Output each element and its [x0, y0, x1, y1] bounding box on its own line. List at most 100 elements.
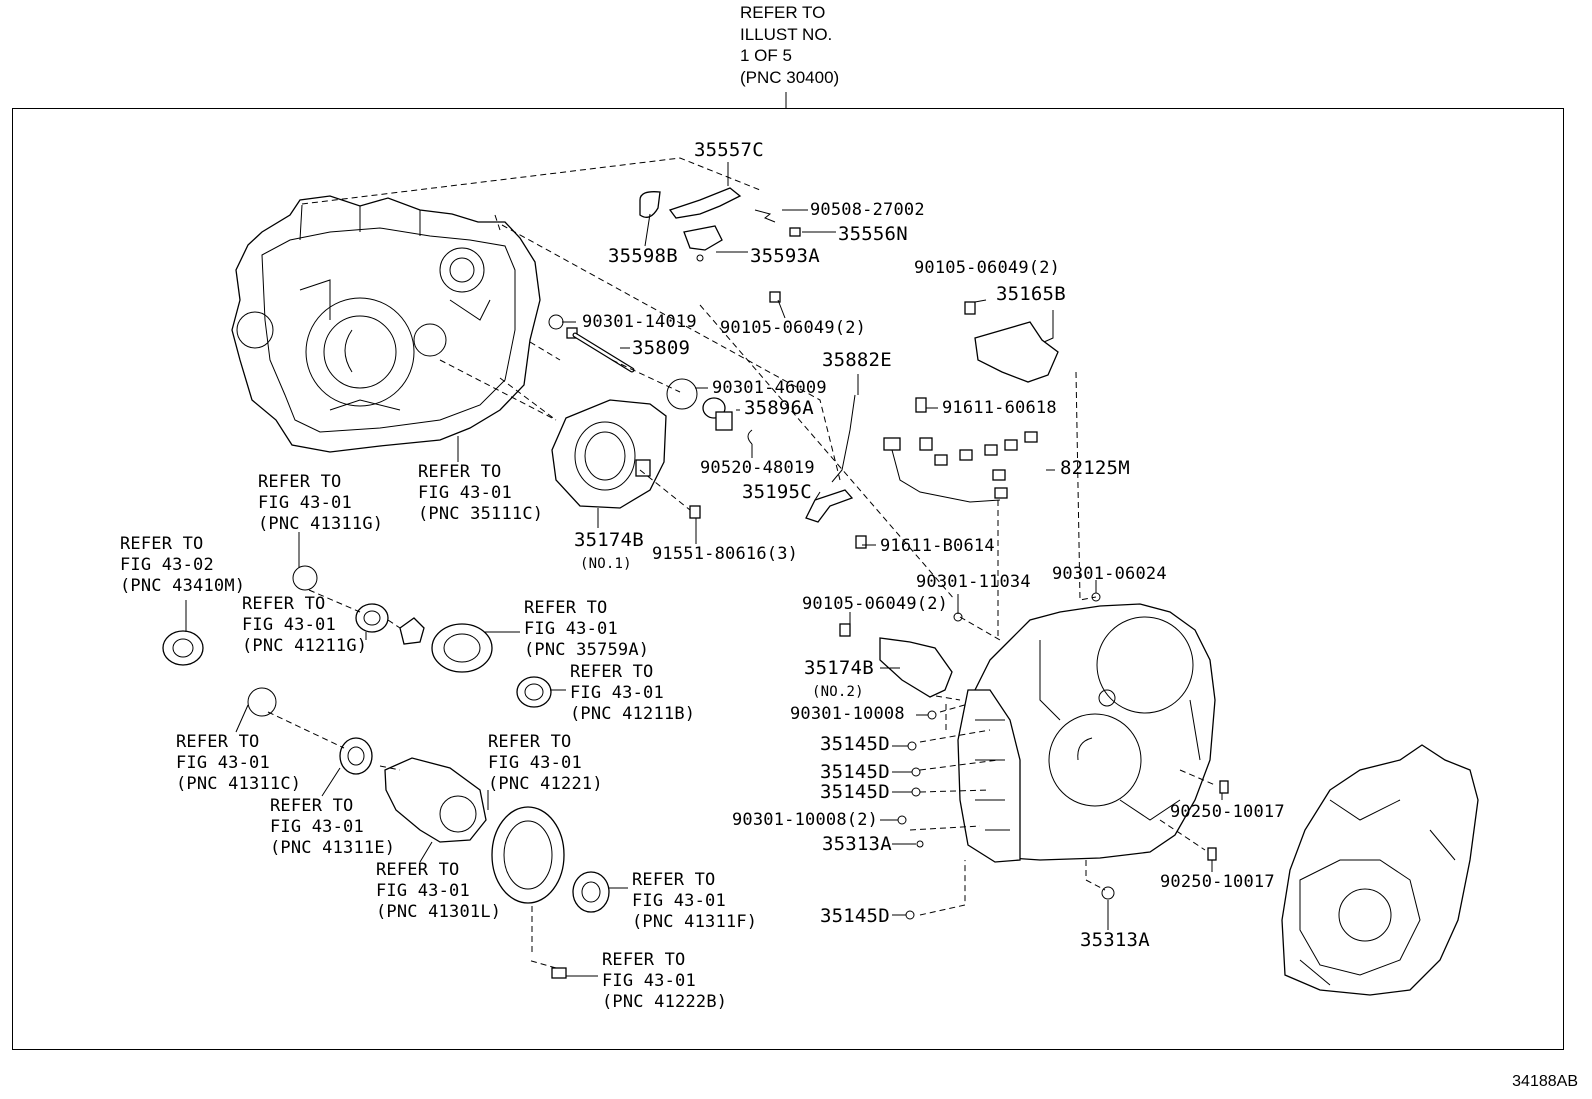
refer-callout[interactable]: REFER TO FIG 43-01 (PNC 41311F) [632, 870, 757, 933]
part-label[interactable]: 35145D [820, 761, 890, 783]
part-label[interactable]: 91551-80616(3) [652, 544, 799, 564]
refer-callout[interactable]: REFER TO FIG 43-01 (PNC 35759A) [524, 598, 649, 661]
part-label[interactable]: 91611-60618 [942, 398, 1057, 418]
refer-callout[interactable]: REFER TO FIG 43-01 (PNC 41301L) [376, 860, 501, 923]
refer-line: REFER TO [570, 662, 654, 682]
refer-callout[interactable]: REFER TO FIG 43-01 (PNC 41211B) [570, 662, 695, 725]
rear-housing [1281, 744, 1479, 996]
refer-callout[interactable]: REFER TO FIG 43-01 (PNC 41311C) [176, 732, 301, 795]
dashed-leaders [267, 157, 1216, 969]
pipe-35882E [831, 394, 856, 483]
refer-line: FIG 43-01 [488, 753, 582, 773]
part-label[interactable]: 35313A [1080, 929, 1150, 951]
part-label[interactable]: 90520-48019 [700, 458, 815, 478]
transaxle-housing-left [231, 195, 541, 453]
bolt-91551 [689, 505, 701, 519]
diagram-frame [12, 108, 1564, 1050]
refer-line: FIG 43-02 [120, 555, 214, 575]
part-label[interactable]: 35195C [742, 481, 812, 503]
refer-callout[interactable]: REFER TO FIG 43-01 (PNC 41311E) [270, 796, 395, 859]
header-line: ILLUST NO. [740, 24, 833, 44]
part-label[interactable]: 82125M [1060, 457, 1130, 479]
part-label[interactable]: 35145D [820, 733, 890, 755]
part-label[interactable]: 35896A [744, 397, 814, 419]
refer-line: FIG 43-01 [524, 619, 618, 639]
refer-line: FIG 43-01 [258, 493, 352, 513]
part-label[interactable]: 35145D [820, 781, 890, 803]
part-label[interactable]: 90105-06049(2) [802, 594, 949, 614]
refer-callout[interactable]: REFER TO FIG 43-01 (PNC 41222B) [602, 950, 727, 1013]
o-ring-90301-46009 [666, 378, 698, 410]
refer-line: REFER TO [488, 732, 572, 752]
refer-line: (PNC 41311C) [176, 774, 302, 794]
part-label[interactable]: 35598B [608, 245, 678, 267]
refer-line: FIG 43-01 [602, 971, 696, 991]
header-line: REFER TO [740, 3, 826, 22]
part-label[interactable]: 35809 [632, 337, 691, 359]
part-label[interactable]: 35145D [820, 905, 890, 927]
part-label[interactable]: 90250-10017 [1170, 802, 1285, 822]
refer-line: FIG 43-01 [242, 615, 336, 635]
refer-line: (PNC 41301L) [376, 902, 502, 922]
part-label[interactable]: 35593A [750, 245, 820, 267]
refer-line: REFER TO [524, 598, 608, 618]
refer-line: (PNC 41311E) [270, 838, 396, 858]
refer-line: (PNC 35759A) [524, 640, 650, 660]
part-label[interactable]: 90301-11034 [916, 572, 1031, 592]
refer-line: FIG 43-01 [418, 483, 512, 503]
part-label[interactable]: 35174B [574, 529, 644, 551]
detent-parts [639, 187, 976, 315]
refer-callout[interactable]: REFER TO FIG 43-01 (PNC 41211G) [242, 594, 367, 657]
refer-line: REFER TO [376, 860, 460, 880]
part-label[interactable]: 90250-10017 [1160, 872, 1275, 892]
refer-callout[interactable]: REFER TO FIG 43-01 (PNC 41311G) [258, 472, 383, 535]
refer-line: (PNC 41311F) [632, 912, 758, 932]
bolt-91611-B0614 [855, 535, 867, 549]
plug-35896A [702, 397, 753, 445]
part-label[interactable]: 35313A [822, 833, 892, 855]
part-note: (NO.1) [580, 556, 632, 572]
part-label[interactable]: 90508-27002 [810, 200, 925, 220]
part-label[interactable]: 35557C [694, 139, 764, 161]
refer-line: FIG 43-01 [176, 753, 270, 773]
refer-line: (PNC 41211G) [242, 636, 368, 656]
refer-line: REFER TO [120, 534, 204, 554]
cover-35174B-no2 [879, 637, 953, 698]
refer-line: (PNC 41211B) [570, 704, 696, 724]
refer-line: FIG 43-01 [270, 817, 364, 837]
part-label[interactable]: 35882E [822, 349, 892, 371]
refer-callout[interactable]: REFER TO FIG 43-02 (PNC 43410M) [120, 534, 245, 597]
part-label[interactable]: 90105-06049(2) [914, 258, 1061, 278]
part-label[interactable]: 90301-46009 [712, 378, 827, 398]
refer-line: FIG 43-01 [632, 891, 726, 911]
refer-line: REFER TO [602, 950, 686, 970]
refer-line: FIG 43-01 [570, 683, 664, 703]
part-label[interactable]: 35174B [804, 657, 874, 679]
refer-line: (PNC 41221) [488, 774, 603, 794]
part-label[interactable]: 90301-06024 [1052, 564, 1167, 584]
part-label[interactable]: 90105-06049(2) [720, 318, 867, 338]
refer-line: REFER TO [270, 796, 354, 816]
part-label[interactable]: 35556N [838, 223, 908, 245]
bracket-35165B [974, 321, 1059, 383]
refer-callout[interactable]: REFER TO FIG 43-01 (PNC 35111C) [418, 462, 543, 525]
part-label[interactable]: 90301-14019 [582, 312, 697, 332]
refer-line: REFER TO [258, 472, 342, 492]
part-label[interactable]: 35165B [996, 283, 1066, 305]
part-note: (NO.2) [812, 684, 864, 700]
refer-line: FIG 43-01 [376, 881, 470, 901]
cover-35174B-no1 [551, 399, 667, 509]
part-label[interactable]: 90301-10008 [790, 704, 905, 724]
diagram-id: 34188AB [1512, 1073, 1578, 1090]
bolt-35809 [548, 314, 635, 373]
refer-line: REFER TO [418, 462, 502, 482]
refer-callout[interactable]: REFER TO FIG 43-01 (PNC 41221) [488, 732, 603, 795]
part-label[interactable]: 90301-10008(2) [732, 810, 879, 830]
refer-line: (PNC 43410M) [120, 576, 246, 596]
header-line: (PNC 30400) [740, 67, 840, 87]
refer-line: (PNC 35111C) [418, 504, 544, 524]
part-label[interactable]: 91611-B0614 [880, 536, 995, 556]
harness-82125M [883, 397, 1038, 503]
refer-line: (PNC 41311G) [258, 514, 384, 534]
